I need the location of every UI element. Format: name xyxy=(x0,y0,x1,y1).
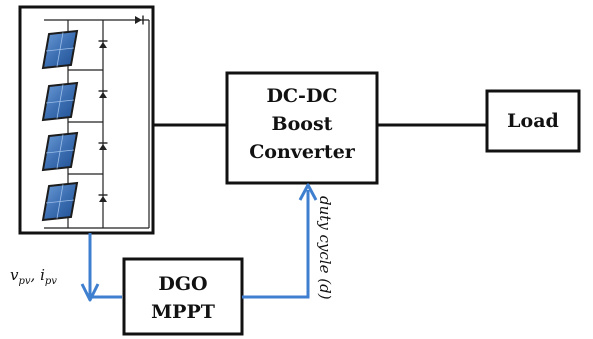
blocking-diode-icon xyxy=(131,15,149,25)
duty-cycle-arrow xyxy=(242,190,310,299)
solar-panel-icon xyxy=(41,29,79,70)
duty-cycle-label: duty cycle (d) xyxy=(316,196,334,300)
pv-array-block xyxy=(18,5,155,235)
duty-cycle-arrowhead xyxy=(298,183,318,201)
bypass-diode-icon xyxy=(98,194,108,202)
pv-current-subscript: pv xyxy=(45,276,57,287)
pv-voltage-symbol: v xyxy=(10,266,19,284)
load-label: Load xyxy=(507,110,559,132)
converter-label-line2: Boost xyxy=(272,113,333,135)
pv-measurement-label: vpv, ipv xyxy=(10,266,57,287)
dgo-mppt-block: DGO MPPT xyxy=(122,257,244,336)
dc-dc-boost-converter-block: DC-DC Boost Converter xyxy=(225,71,379,185)
bypass-diode-icon xyxy=(98,90,108,98)
solar-panel-icon xyxy=(41,131,79,172)
bypass-diode-icon xyxy=(98,40,108,48)
pv-measurement-separator: , i xyxy=(31,266,46,284)
mppt-label-line1: DGO xyxy=(158,273,207,295)
mppt-label-line2: MPPT xyxy=(151,301,215,323)
solar-panel-icon xyxy=(41,181,79,222)
solar-panel-icon xyxy=(41,81,79,122)
pv-voltage-subscript: pv xyxy=(18,276,30,287)
converter-label-line3: Converter xyxy=(249,141,356,163)
pv-measurement-arrowhead xyxy=(80,283,100,302)
converter-label-line1: DC-DC xyxy=(266,85,337,107)
bypass-diode-icon xyxy=(98,142,108,150)
load-block: Load xyxy=(485,89,581,153)
